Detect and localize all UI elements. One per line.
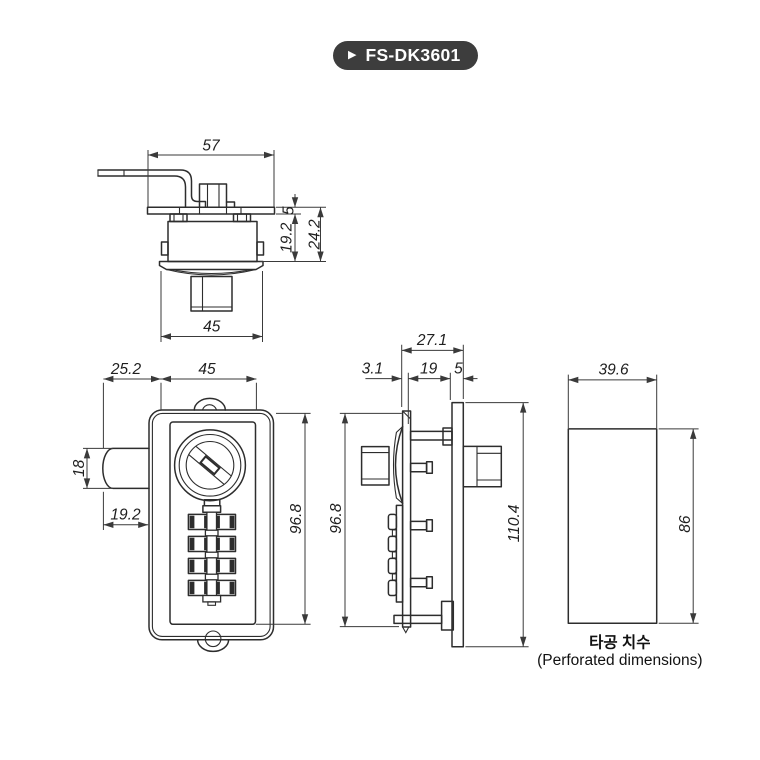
play-icon: ▶ — [348, 49, 357, 61]
flange-plate — [146, 206, 276, 215]
dim-side-total-depth: 27.1 — [416, 332, 447, 349]
face-panel — [169, 421, 257, 626]
front-view-drawing: 25.2 45 18 19.2 96.8 — [71, 361, 311, 653]
top-mounting-ear — [193, 397, 227, 411]
dim-top-insert-depth: 19.2 — [279, 222, 296, 253]
base-plate — [158, 260, 264, 271]
latch-shaft-side — [360, 445, 390, 486]
key-slot — [188, 445, 232, 485]
bottom-mounting-ear — [196, 639, 230, 653]
model-badge: ▶ FS-DK3601 — [333, 41, 478, 70]
square-shaft — [190, 275, 233, 312]
perforation-caption-english: (Perforated dimensions) — [537, 652, 702, 669]
model-number: FS-DK3601 — [365, 45, 461, 65]
dim-side-back-plate: 5 — [454, 360, 463, 377]
latch-arm-top — [97, 169, 207, 209]
dim-perforation-height: 86 — [677, 515, 694, 533]
barrel-body — [167, 220, 258, 263]
hub-block — [198, 183, 228, 209]
dim-top-width: 57 — [202, 138, 221, 155]
wheels-side — [387, 513, 398, 597]
dim-front-latch-height: 18 — [71, 459, 88, 477]
lock-body — [148, 409, 275, 641]
side-view-drawing: 27.1 3.1 19 5 96.8 110.4 — [328, 332, 529, 648]
perforation-caption-korean: 타공 치수 — [589, 634, 650, 652]
perforation-rectangle — [567, 428, 658, 625]
dim-side-front-plate: 3.1 — [362, 360, 384, 377]
latch-arm-top-inner — [97, 175, 187, 209]
front-plate-side — [401, 410, 412, 628]
top-view-drawing: 57 45 5 19.2 24.2 — [97, 138, 326, 342]
dim-side-body-depth: 19 — [420, 360, 438, 377]
dim-front-body-height: 96.8 — [288, 504, 305, 535]
dim-top-base-width: 45 — [203, 319, 221, 336]
latch-bolt-front — [102, 447, 150, 490]
dial-housing-side — [394, 425, 404, 505]
key-dial — [173, 429, 247, 502]
dim-side-total-height: 110.4 — [506, 504, 523, 542]
dim-side-body-height: 96.8 — [328, 503, 345, 534]
bottom-screw-hole — [204, 630, 222, 648]
dim-front-body-width: 45 — [198, 361, 216, 378]
perforation-view-drawing: 39.6 86 타공 치수 (Perforated dimensions) — [537, 361, 702, 669]
dim-front-latch-offset: 25.2 — [110, 361, 142, 378]
dim-top-total-depth: 24.2 — [307, 219, 324, 251]
dim-top-flange-thickness: 5 — [281, 206, 298, 215]
back-plate-side — [451, 401, 465, 648]
dim-front-latch-length: 19.2 — [110, 506, 141, 523]
latch-catch-side — [462, 445, 503, 488]
combination-wheels — [187, 511, 237, 606]
dim-perforation-width: 39.6 — [599, 361, 630, 378]
